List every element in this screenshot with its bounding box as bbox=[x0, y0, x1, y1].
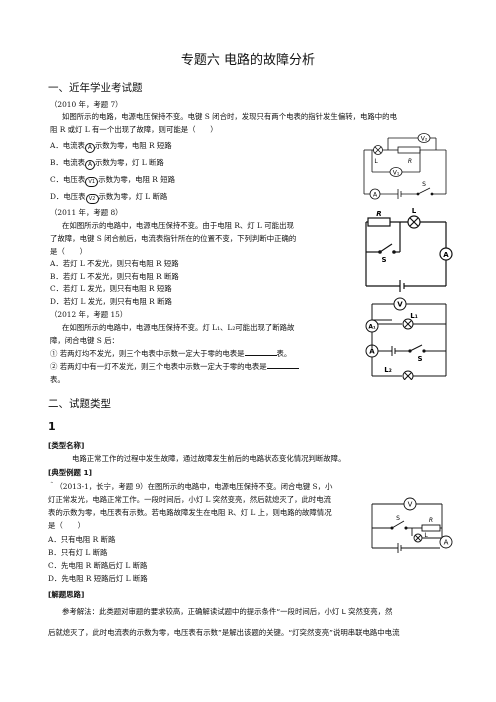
label-v1: V₁ bbox=[393, 170, 400, 177]
label-a: A bbox=[373, 192, 378, 199]
q2011-line: 是（ ） bbox=[50, 247, 87, 256]
example-line: 表的示数为零，电压表有示数。若电路故障发生在电阻 R、灯 L 上，则电路的故障情… bbox=[48, 508, 332, 517]
label-l1: L₁ bbox=[410, 312, 418, 320]
label-l2: L₂ bbox=[384, 366, 392, 374]
label-l: L bbox=[412, 208, 417, 215]
example-line: ＾（2013-1，长宁，考题 9）在图所示的电路中，电源电压保持不变。闭合电键 … bbox=[48, 482, 333, 491]
circuit-diagram-2010: V₂ V₁ L R A S bbox=[363, 133, 447, 200]
q2011-option-d: D．若灯 L 发光，则只有电阻 R 断路 bbox=[50, 297, 172, 306]
label-s: S bbox=[417, 355, 422, 363]
q2011-option-c: C．若灯 L 发光，则只有电阻 R 短路 bbox=[50, 284, 172, 293]
type-name-label: [类型名称] bbox=[48, 441, 85, 450]
label-l: L bbox=[424, 532, 428, 539]
q2011-label: （2011 年，考题 8） bbox=[50, 208, 123, 217]
label-r: R bbox=[376, 210, 381, 218]
label-a1: A₁ bbox=[368, 324, 376, 331]
ammeter-symbol: A bbox=[84, 143, 95, 153]
q2010-text1: 如图所示的电路，电源电压保持不变。电键 S 闭合时，发现只有两个电表的指针发生偏… bbox=[62, 112, 397, 121]
q2012-line2: 障，闭合电键 S 后： bbox=[50, 336, 119, 345]
example-option-c: C．先电阻 R 断路后灯 L 断路 bbox=[48, 561, 148, 570]
circuit-diagram-example: V S R L A bbox=[371, 497, 453, 553]
label-s: S bbox=[381, 256, 386, 264]
example-option-a: A．只有电阻 R 断路 bbox=[48, 535, 116, 544]
ammeter-symbol: A bbox=[85, 160, 95, 170]
label-a: A bbox=[369, 348, 375, 356]
page-title: 专题六 电路的故障分析 bbox=[180, 53, 316, 68]
label-a: A bbox=[444, 539, 449, 547]
example-option-d: D．先电阻 R 短路后灯 L 断路 bbox=[48, 574, 148, 583]
example-label: [典型例题 1] bbox=[48, 468, 93, 477]
voltmeter-symbol: V2 bbox=[85, 194, 99, 204]
label-s: S bbox=[422, 181, 426, 188]
circuit-diagram-2011: R L S A bbox=[365, 208, 453, 292]
label-r: R bbox=[429, 517, 433, 524]
label-v: V bbox=[397, 301, 403, 309]
q2012-item2-end: 表。 bbox=[50, 375, 65, 384]
type-name-text: 电路正常工作的过程中发生故障，通过故障发生前后的电路状态变化情况判断故障。 bbox=[72, 454, 346, 463]
solve-line1: 参考解法：此类题对审题的要求较高，正确解读试题中的提示条件“一段时间后，小灯 L… bbox=[62, 607, 393, 616]
q2011-option-a: A．若灯 L 不发光，则只有电阻 R 短路 bbox=[50, 259, 179, 268]
label-v: V bbox=[408, 501, 413, 509]
voltmeter-symbol: V1 bbox=[85, 177, 99, 187]
example-line: 是（ ） bbox=[48, 521, 85, 530]
q2012-item2: ② 若两灯中有一灯不发光，则三个电表中示数一定大于零的电表是 bbox=[50, 362, 299, 372]
q2011-line: 了故障，电键 S 闭合前后，电流表指针所在的位置不变，下列判断中正确的 bbox=[50, 234, 297, 243]
q2011-option-b: B．若灯 L 不发光，则只有电阻 R 断路 bbox=[50, 272, 179, 281]
q2012-label: （2012 年，考题 15） bbox=[50, 310, 128, 319]
example-option-b: B．只有灯 L 断路 bbox=[48, 548, 108, 557]
q2011-line: 在如图所示的电路中，电源电压保持不变。由于电阻 R、灯 L 可能出现 bbox=[62, 221, 294, 230]
label-a: A bbox=[443, 251, 449, 259]
solve-label: [解题思路] bbox=[48, 590, 85, 599]
circuit-diagram-2012: V A₁ L₁ A S L₂ bbox=[365, 297, 447, 380]
q2012-line1: 在如图所示的电路中，电源电压保持不变。灯 L₁、L₂可能出现了断路故 bbox=[62, 323, 295, 332]
label-r: R bbox=[408, 158, 412, 165]
solve-line2: 后就熄灭了，此时电流表的示数为零，电压表有示数”是解出该题的关键。“灯突然变亮”… bbox=[48, 628, 400, 637]
answer-blank[interactable] bbox=[244, 349, 277, 356]
label-s: S bbox=[396, 515, 400, 522]
label-v2: V₂ bbox=[421, 136, 428, 143]
q2012-item1: ① 若两灯均不发光，则三个电表中示数一定大于零的电表是表。 bbox=[50, 349, 292, 358]
type-number: 1 bbox=[48, 420, 56, 433]
section1-heading: 一、近年学业考试题 bbox=[48, 82, 143, 94]
label-l: L bbox=[374, 158, 378, 165]
q2010-label: （2010 年，考题 7） bbox=[50, 100, 123, 109]
example-line: 灯正常发光，电路正常工作。一段时间后，小灯 L 突然变亮，然后就熄灭了，此时电流 bbox=[48, 495, 332, 504]
answer-blank[interactable] bbox=[266, 362, 299, 369]
section2-heading: 二、试题类型 bbox=[48, 398, 111, 410]
q2010-text2: 阻 R 或灯 L 有一个出现了故障，则可能是（ ） bbox=[50, 125, 218, 134]
